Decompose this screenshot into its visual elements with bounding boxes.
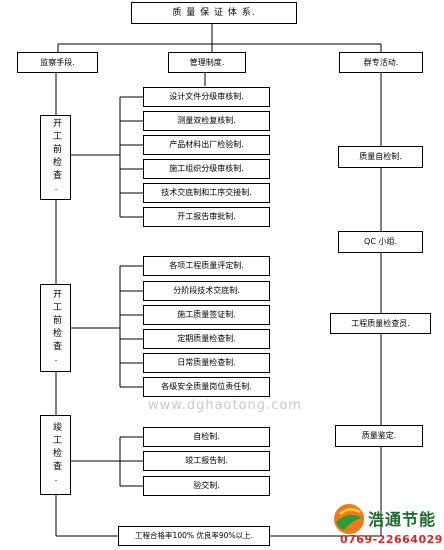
right-item-quality-inspector: 工程质量检查员. (330, 313, 431, 334)
group1-item: 开工报告审批制. (143, 207, 270, 227)
group3-item: 验交制. (143, 476, 270, 496)
header-group-activities: 群专活动. (339, 52, 423, 73)
header-supervision-methods: 监察手段. (17, 52, 98, 73)
brand-phone: 0769-22664029 (340, 533, 443, 546)
group2-item: 定期质量检查制. (143, 329, 270, 349)
group3-item: 自检制. (143, 427, 270, 447)
group1-item: 产品材料出厂检验制. (143, 135, 270, 155)
right-item-quality-self-check: 质量自检制. (338, 146, 423, 168)
group3-item: 竣工报告制. (143, 451, 270, 471)
group1-stage-box: 开工前检查. (40, 115, 71, 200)
group1-item: 设计文件分级审核制. (143, 87, 270, 107)
group1-item: 施工组织分级审核制. (143, 159, 270, 179)
group3-stage-label: 竣工检查. (51, 422, 61, 488)
right-item-qc-group: QC 小组. (338, 231, 423, 253)
group2-item: 各级安全质量岗位责任制. (143, 377, 270, 397)
group3-stage-box: 竣工检查. (40, 415, 71, 495)
group2-stage-label: 开工前检查. (51, 288, 61, 368)
group1-item: 测量双检复核制. (143, 111, 270, 131)
group2-item: 各项工程质量评定制. (143, 256, 270, 276)
group1-stage-label: 开工前检查. (51, 118, 61, 197)
group1-item: 技术交底制和工序交接制. (143, 183, 270, 203)
group2-stage-box: 开工前检查. (40, 284, 71, 372)
right-item-quality-appraisal: 质量鉴定. (335, 425, 423, 447)
bottom-result: 工程合格率100% 优良率90%以上. (118, 526, 270, 546)
brand-name: 浩通节能 (368, 510, 437, 529)
brand-logo-icon (334, 504, 364, 534)
watermark-text: www.dghaotong.com (148, 398, 302, 413)
diagram-title: 质 量 保 证 体 系. (131, 2, 297, 24)
header-management-system: 管理制度. (168, 52, 246, 73)
group2-item: 施工质量签证制. (143, 305, 270, 325)
group2-item: 日常质量检查制. (143, 353, 270, 373)
group2-item: 分阶段技术交底制. (143, 281, 270, 301)
